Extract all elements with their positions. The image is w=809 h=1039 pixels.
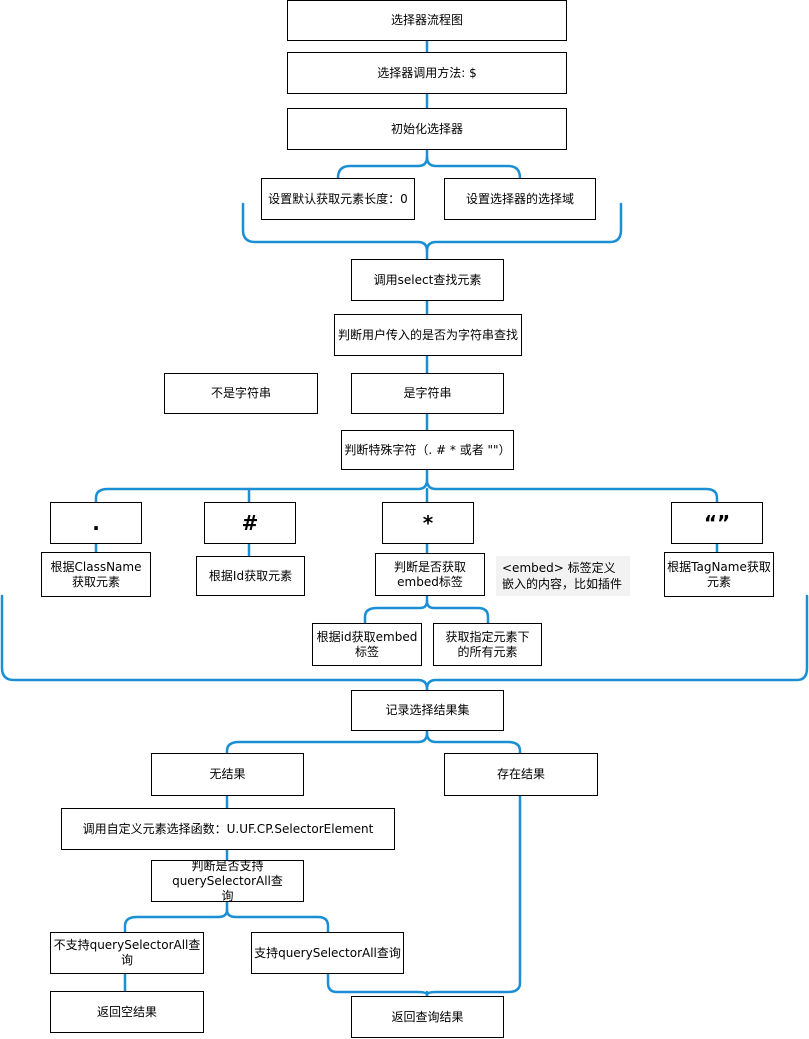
yes-qsa-node: 支持querySelectorAll查询 xyxy=(251,932,404,974)
check-qsa-node: 判断是否支持querySelectorAll查询 xyxy=(151,859,304,903)
return-query-node: 返回查询结果 xyxy=(351,996,504,1038)
connector xyxy=(363,599,490,625)
call-select-node: 调用select查找元素 xyxy=(351,259,504,301)
embed-by-id-node: 根据id获取embed标签 xyxy=(312,623,422,666)
hash-symbol-node: # xyxy=(204,502,296,544)
not-string-node: 不是字符串 xyxy=(164,373,318,414)
is-string-node: 是字符串 xyxy=(351,373,504,414)
connector xyxy=(336,155,522,180)
custom-selector-node: 调用自定义元素选择函数：U.UF.CP.SelectorElement xyxy=(61,808,395,850)
dot-symbol-node: . xyxy=(50,502,142,544)
default-length-node: 设置默认获取元素长度：0 xyxy=(261,178,415,220)
title-node: 选择器流程图 xyxy=(287,0,567,41)
connector xyxy=(225,731,522,755)
embed-note: <embed> 标签定义嵌入的内容，比如插件 xyxy=(496,556,630,596)
no-result-node: 无结果 xyxy=(151,753,304,796)
record-results-node: 记录选择结果集 xyxy=(351,690,504,731)
by-classname-node: 根据ClassName获取元素 xyxy=(41,552,151,597)
return-empty-node: 返回空结果 xyxy=(50,991,204,1033)
has-result-node: 存在结果 xyxy=(444,753,598,796)
quote-symbol-node: “” xyxy=(671,502,763,544)
no-qsa-node: 不支持querySelectorAll查询 xyxy=(50,932,204,974)
check-special-node: 判断特殊字符（. # * 或者 ""） xyxy=(341,430,514,470)
init-node: 初始化选择器 xyxy=(287,108,567,150)
check-embed-node: 判断是否获取embed标签 xyxy=(375,553,485,596)
connector xyxy=(123,908,330,934)
by-id-node: 根据Id获取元素 xyxy=(196,556,305,596)
connector xyxy=(94,478,719,504)
invoke-node: 选择器调用方法: $ xyxy=(287,52,567,94)
check-string-node: 判断用户传入的是否为字符串查找 xyxy=(334,314,522,356)
set-scope-node: 设置选择器的选择域 xyxy=(444,178,596,220)
star-symbol-node: * xyxy=(382,502,474,544)
all-children-node: 获取指定元素下的所有元素 xyxy=(433,623,542,666)
by-tagname-node: 根据TagName获取元素 xyxy=(664,552,774,597)
